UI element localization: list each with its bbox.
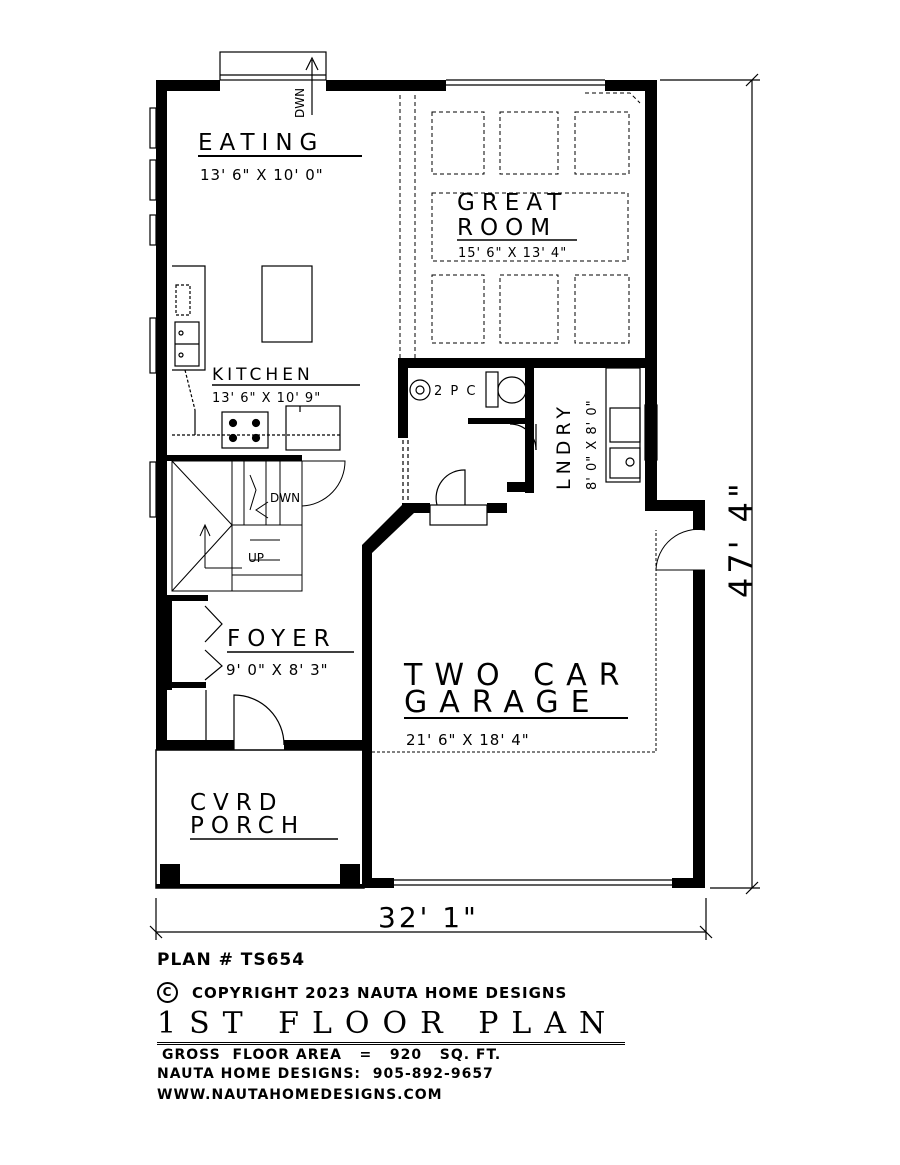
foyer-fixtures: [204, 605, 285, 750]
foyer-label: FOYER: [227, 626, 337, 652]
eating-label: EATING: [198, 130, 324, 156]
toilet-bowl: [497, 376, 527, 404]
copyright-icon: C: [157, 982, 178, 1003]
copyright-row: C COPYRIGHT 2023 NAUTA HOME DESIGNS: [157, 982, 567, 1003]
eating-dims: 13' 6" X 10' 0": [200, 166, 324, 184]
gross-floor-area: GROSS FLOOR AREA = 920 SQ. FT.: [162, 1047, 502, 1063]
great-room-dims: 15' 6" X 13' 4": [458, 246, 567, 261]
laundry-dims: 8' 0" X 8' 0": [585, 399, 600, 490]
stair-up-label: UP: [248, 551, 264, 565]
garage-label-1: TWO CAR: [403, 658, 631, 693]
designer-website: WWW.NAUTAHOMEDESIGNS.COM: [157, 1087, 443, 1103]
porch-label-1: CVRD: [190, 790, 284, 816]
toilet-tank: [485, 371, 499, 408]
garage-dims: 21' 6" X 18' 4": [406, 731, 530, 749]
powder-laundry-fixtures: [402, 367, 641, 526]
kitchen-dims: 13' 6" X 10' 9": [212, 391, 321, 406]
porch-structure: [155, 749, 365, 889]
kitchen-label: KITCHEN: [212, 365, 314, 385]
porch-label-2: PORCH: [190, 813, 305, 839]
great-room-ceiling-grid: [399, 92, 641, 358]
overall-dimension-lines: [149, 73, 760, 940]
copyright-text: COPYRIGHT 2023 NAUTA HOME DESIGNS: [192, 983, 568, 1002]
overall-depth: 47' 4": [722, 479, 760, 598]
overall-width: 32' 1": [378, 901, 479, 934]
stair-run: [171, 460, 346, 592]
washer: [609, 407, 641, 443]
room-labels: EATING 13' 6" X 10' 0" GREAT ROOM 15' 6"…: [190, 130, 631, 840]
kitchen-island: [261, 265, 313, 343]
designer-phone: NAUTA HOME DESIGNS: 905-892-9657: [157, 1066, 494, 1082]
deck-stair-arrow: [305, 56, 319, 115]
dryer: [609, 447, 641, 479]
floor-title: 1ST FLOOR PLAN: [157, 1006, 625, 1045]
foyer-dims: 9' 0" X 8' 3": [226, 661, 329, 679]
garage-fixtures: [372, 528, 706, 753]
great-room-label-2: ROOM: [457, 215, 557, 241]
kitchen-fixtures: [172, 265, 341, 451]
window-frames: [149, 51, 672, 886]
range: [221, 411, 269, 449]
powder-sink: [409, 379, 431, 401]
stair-down-label: DWN: [270, 491, 300, 505]
great-room-label-1: GREAT: [457, 190, 568, 216]
garage-label-2: GARAGE: [404, 685, 602, 720]
stair-down-label-top: DWN: [293, 88, 307, 118]
laundry-label: LNDRY: [553, 402, 575, 490]
powder-room-label: 2 P C: [434, 384, 477, 399]
exterior-walls: [156, 80, 705, 888]
fridge: [285, 405, 341, 451]
plan-number: PLAN # TS654: [157, 950, 306, 970]
